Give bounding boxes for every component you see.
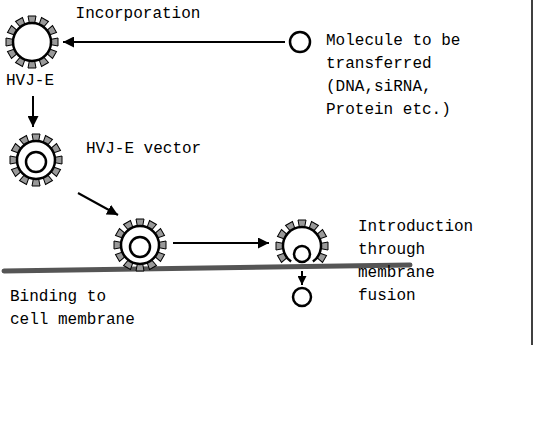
release-arrow — [301, 271, 303, 285]
vector-shape — [6, 130, 66, 190]
envelope-spikes — [114, 219, 166, 271]
stage-label: HVJ-E — [6, 70, 54, 93]
frame-line — [531, 0, 533, 345]
flow-arrow — [32, 96, 34, 127]
molecule-circle — [290, 32, 310, 52]
released-molecule — [293, 288, 311, 306]
stage-label: HVJ-E vector — [86, 138, 201, 161]
envelope-membrane — [17, 141, 55, 179]
envelope-membrane — [13, 23, 51, 61]
vector-shape — [110, 218, 170, 272]
flow-arrow — [78, 193, 118, 215]
cargo-molecule — [130, 237, 150, 257]
envelope-membrane — [283, 227, 321, 262]
vector-stage: HVJ-E vector — [6, 130, 201, 190]
cargo-molecule — [26, 152, 46, 172]
envelope-spikes — [10, 134, 62, 186]
step-label: Incorporation — [74, 4, 203, 24]
molecule-shape — [288, 30, 312, 54]
stage-label: Binding to cell membrane — [10, 286, 140, 332]
flow-arrow — [173, 242, 269, 244]
vector-stage: Introduction through membrane fusion — [272, 216, 478, 308]
vector-stage: Molecule to be transferred (DNA,siRNA, P… — [288, 30, 486, 122]
fusing-shape — [272, 216, 332, 276]
vector-stage: HVJ-E — [4, 14, 60, 93]
stage-label: Introduction through membrane fusion — [358, 216, 478, 308]
cell-membrane — [4, 265, 410, 271]
vector-stage: Binding to cell membrane — [10, 218, 170, 332]
cargo-molecule — [294, 246, 310, 262]
envelope-shape — [4, 14, 60, 70]
stage-label: Molecule to be transferred (DNA,siRNA, P… — [326, 30, 486, 122]
envelope-spikes — [6, 16, 58, 68]
envelope-membrane — [121, 226, 159, 264]
envelope-spikes — [276, 220, 328, 262]
flow-arrow — [63, 41, 285, 43]
